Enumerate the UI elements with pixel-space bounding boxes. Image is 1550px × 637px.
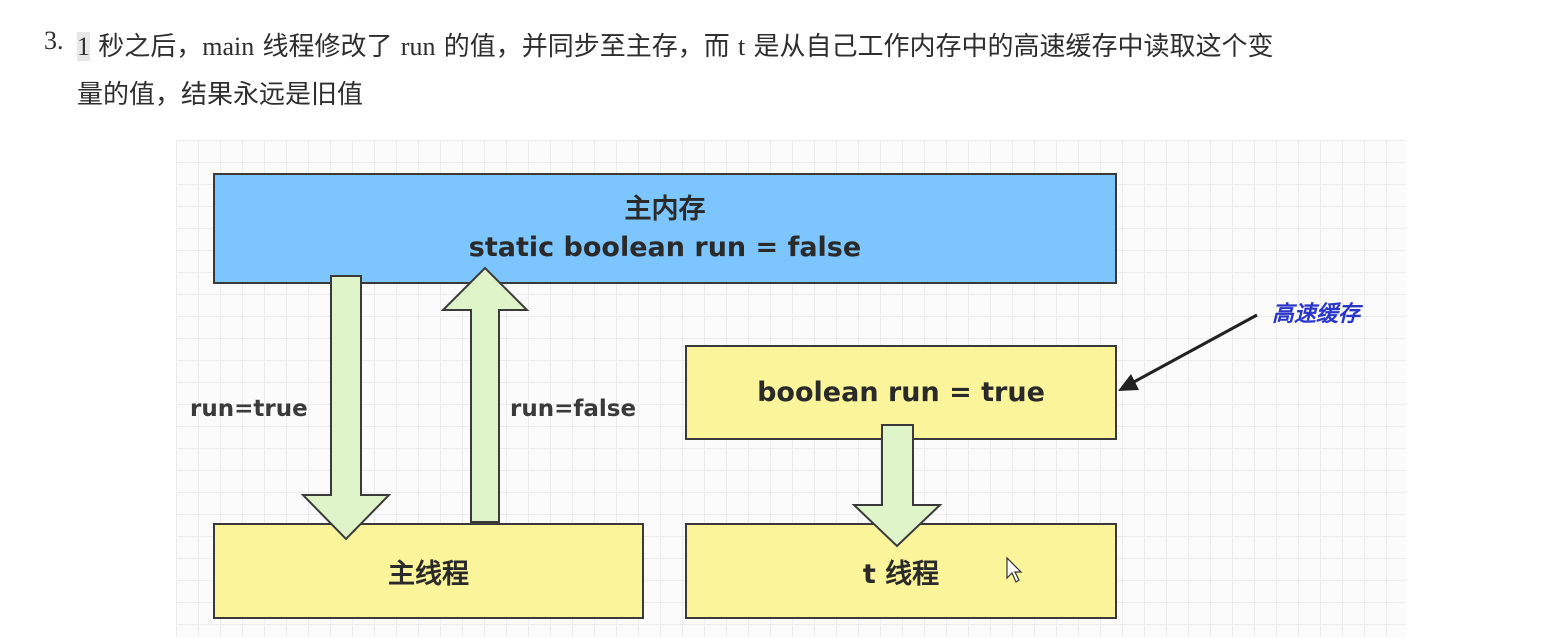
paragraph-segment: t	[738, 32, 746, 61]
t-thread-label: t 线程	[862, 558, 940, 590]
paragraph-segment: run	[400, 32, 436, 61]
paragraph-segment: 1	[77, 32, 90, 61]
cache-pointer-line	[1131, 313, 1258, 385]
arrow-down-label: run=true	[190, 396, 308, 422]
t-cache-code: boolean run = true	[757, 377, 1045, 408]
paragraph-segment: 秒之后，	[90, 32, 203, 62]
main-thread-box: 主线程	[213, 523, 644, 619]
paragraph-segment: 的值，并同步至主存，而	[435, 32, 738, 62]
explanation-paragraph: 3. 1 秒之后，main 线程修改了 run 的值，并同步至主存，而 t 是从…	[0, 0, 1550, 110]
mouse-cursor-icon	[1006, 556, 1023, 583]
paragraph-segment: main	[202, 32, 255, 61]
arrow-up-thread-to-main	[440, 266, 530, 523]
arrow-down-main-to-thread	[300, 275, 392, 541]
main-thread-label: 主线程	[388, 558, 469, 590]
cache-pointer-arrowhead	[1118, 374, 1139, 391]
paragraph-line-2: 量的值，结果永远是旧值	[77, 80, 364, 110]
arrow-up-label: run=false	[510, 396, 637, 422]
cache-annotation-label: 高速缓存	[1272, 302, 1361, 327]
list-number: 3.	[44, 26, 64, 55]
main-memory-box: 主内存 static boolean run = false	[213, 173, 1117, 284]
paragraph-segment: 线程修改了	[254, 32, 401, 62]
paragraph-segment: 是从自己工作内存中的高速缓存中读取这个变	[745, 32, 1274, 62]
main-memory-title: 主内存	[624, 193, 706, 225]
paragraph-line-1: 1 秒之后，main 线程修改了 run 的值，并同步至主存，而 t 是从自己工…	[77, 26, 1274, 63]
main-memory-code: static boolean run = false	[468, 231, 862, 263]
arrow-down-cache-to-t	[851, 424, 943, 548]
